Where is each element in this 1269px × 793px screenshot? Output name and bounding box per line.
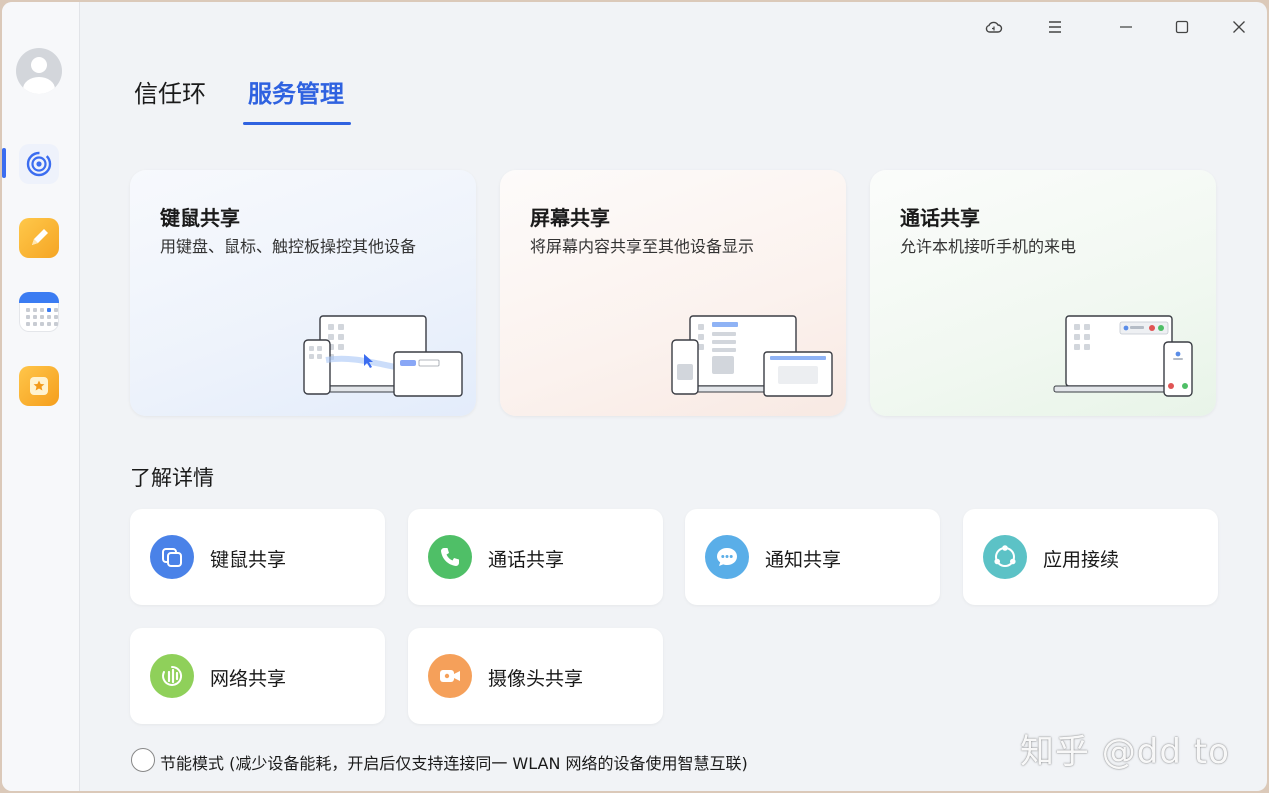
tile-label: 网络共享 <box>210 668 287 690</box>
ring-icon <box>26 151 52 177</box>
card-description: 允许本机接听手机的来电 <box>900 237 1077 256</box>
close-button[interactable] <box>1228 16 1250 38</box>
maximize-icon <box>1175 20 1189 34</box>
chat-bubble-icon <box>717 548 737 566</box>
network-icon <box>162 665 183 686</box>
card-description: 将屏幕内容共享至其他设备显示 <box>530 237 755 256</box>
tile-network-sharing[interactable]: 网络共享 <box>130 628 385 724</box>
sidebar-item-trust-ring[interactable] <box>19 144 59 184</box>
camera-icon <box>440 670 460 682</box>
tile-keyboard-mouse-sharing[interactable]: 键鼠共享 <box>130 509 385 605</box>
keyboard-mouse-icon <box>162 548 182 567</box>
tile-call-sharing[interactable]: 通话共享 <box>408 509 663 605</box>
tile-label: 摄像头共享 <box>488 668 584 690</box>
tile-label: 通话共享 <box>488 549 565 571</box>
cloud-icon <box>985 21 1003 33</box>
relay-icon <box>994 545 1016 567</box>
pencil-icon <box>32 229 48 245</box>
tile-label: 应用接续 <box>1043 549 1120 571</box>
card-title: 通话共享 <box>900 206 980 230</box>
tile-camera-sharing[interactable]: 摄像头共享 <box>408 628 663 724</box>
tile-notification-sharing[interactable]: 通知共享 <box>685 509 940 605</box>
card-screen-sharing[interactable]: 屏幕共享 将屏幕内容共享至其他设备显示 <box>500 170 846 416</box>
phone-icon <box>441 548 459 566</box>
star-icon <box>30 377 48 395</box>
eco-mode-label[interactable]: 节能模式 (减少设备能耗，开启后仅支持连接同一 WLAN 网络的设备使用智慧互联… <box>160 754 748 773</box>
sidebar <box>2 2 80 791</box>
card-title: 键鼠共享 <box>160 206 240 230</box>
minimize-button[interactable] <box>1115 16 1137 38</box>
sidebar-active-indicator <box>2 148 6 178</box>
tile-label: 键鼠共享 <box>210 549 287 571</box>
menu-icon <box>1049 21 1061 33</box>
sidebar-item-calendar[interactable] <box>19 292 59 332</box>
maximize-button[interactable] <box>1171 16 1193 38</box>
card-title: 屏幕共享 <box>530 206 610 230</box>
keyboard-mouse-illustration <box>303 315 463 397</box>
close-icon <box>1233 21 1245 33</box>
card-call-sharing[interactable]: 通话共享 允许本机接听手机的来电 <box>870 170 1216 416</box>
minimize-icon <box>1120 26 1132 28</box>
tab-service-management[interactable]: 服务管理 <box>248 80 344 108</box>
active-tab-indicator <box>243 122 351 125</box>
tab-trust-ring[interactable]: 信任环 <box>134 80 206 108</box>
avatar[interactable] <box>16 48 62 94</box>
card-keyboard-mouse-sharing[interactable]: 键鼠共享 用键盘、鼠标、触控板操控其他设备 <box>130 170 476 416</box>
menu-button[interactable] <box>1044 16 1066 38</box>
tile-label: 通知共享 <box>765 549 842 571</box>
card-description: 用键盘、鼠标、触控板操控其他设备 <box>160 237 417 256</box>
sidebar-item-favorites[interactable] <box>19 366 59 406</box>
call-sharing-illustration <box>1053 315 1193 397</box>
eco-mode-radio[interactable] <box>131 748 155 772</box>
watermark: 知乎 @dd to <box>1020 732 1230 772</box>
tile-app-relay[interactable]: 应用接续 <box>963 509 1218 605</box>
sidebar-item-notes[interactable] <box>19 218 59 258</box>
screen-sharing-illustration <box>671 315 833 397</box>
cloud-button[interactable] <box>983 16 1005 38</box>
details-section-title: 了解详情 <box>130 466 214 490</box>
